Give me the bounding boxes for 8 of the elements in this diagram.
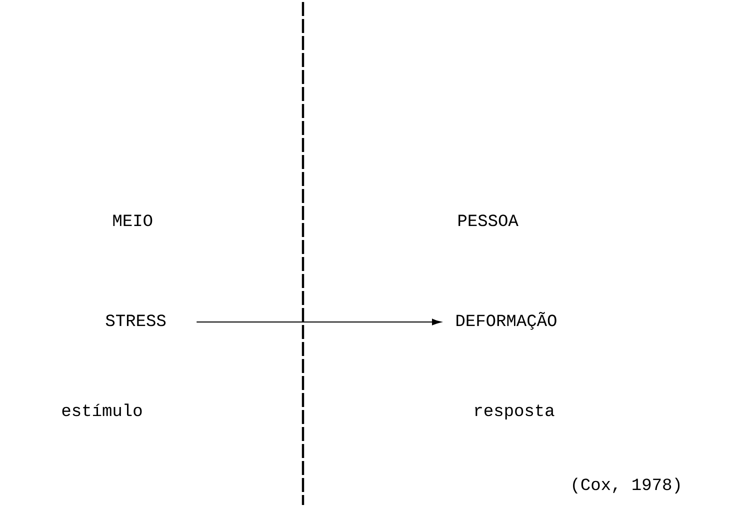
term-label: DEFORMAÇÃO bbox=[456, 312, 556, 330]
text-label: (Cox, 1978) bbox=[573, 478, 680, 494]
text-label: MEIO bbox=[113, 214, 152, 226]
term-label: STRESS bbox=[106, 314, 166, 326]
arrow bbox=[196, 318, 442, 326]
text-label: resposta bbox=[475, 404, 554, 420]
text-label: PESSOA bbox=[458, 214, 518, 226]
text-label: estímulo bbox=[62, 404, 142, 416]
